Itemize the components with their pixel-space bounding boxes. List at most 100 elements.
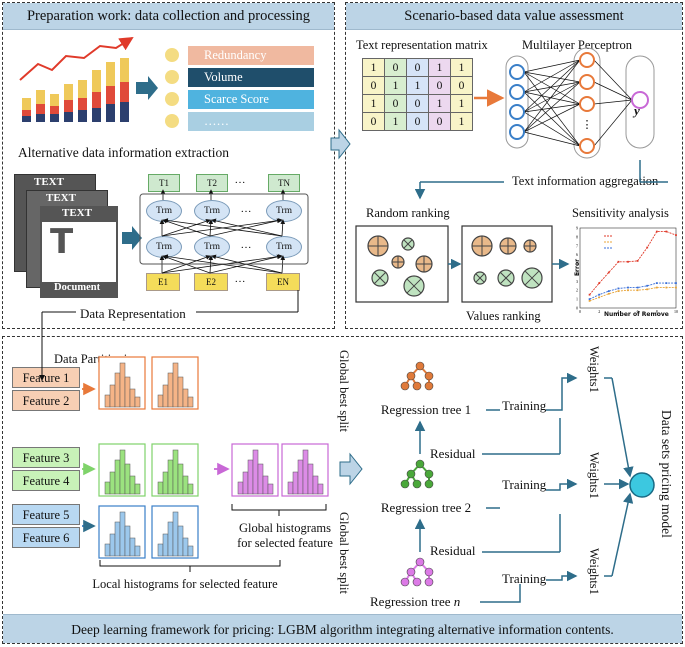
- tree-2-node: [424, 479, 434, 489]
- purple-hist-1-bar: [242, 471, 249, 495]
- data-point: [598, 282, 601, 285]
- x-tick-label: 10: [674, 309, 678, 314]
- prep-title: Preparation work: data collection and pr…: [26, 8, 311, 24]
- green-hist-1-bar: [134, 483, 141, 495]
- doc-text-1: TEXT: [34, 176, 64, 188]
- series-line-rmse: [589, 282, 676, 300]
- scenario-header: Scenario-based data value assessment: [346, 3, 682, 30]
- orange-hist-2-bar: [177, 376, 184, 408]
- orange-hist-1-bar: [129, 388, 136, 408]
- doc-text-2: TEXT: [46, 192, 76, 204]
- y-tick-label: 8: [576, 234, 578, 239]
- feature-4: Feature 4: [12, 470, 80, 491]
- arrow-docs-to-transformer: [122, 226, 142, 250]
- trm-mid-ellipsis-1: …: [240, 203, 252, 215]
- bar-circle-2: [165, 70, 179, 84]
- tree-2-label: Regression tree 2: [380, 500, 472, 515]
- tree-n-prefix: Regression tree: [370, 594, 454, 609]
- orange-hist-2-bar: [182, 388, 189, 408]
- tree-1-node: [415, 361, 425, 371]
- arrow-to-trees: [339, 452, 363, 486]
- blue-hist-1-bar: [124, 525, 131, 557]
- series-line-mae: [589, 287, 676, 302]
- arrow-to-bars: [136, 76, 158, 100]
- matrix-cell: 0: [384, 94, 407, 113]
- doc-front-header: [40, 206, 118, 222]
- regression-trees: [400, 361, 434, 587]
- orange-hist-2-bar: [157, 394, 164, 408]
- data-point: [588, 293, 591, 296]
- matrix-cell: 0: [450, 76, 473, 95]
- purple-hist-1-bar: [267, 483, 274, 495]
- data-point: [627, 286, 629, 289]
- green-hist-1-bar: [114, 459, 121, 495]
- x-tick-label: 8: [656, 309, 658, 314]
- data-representation-label: Data Representation: [80, 306, 186, 321]
- matrix-label: Text representation matrix: [356, 38, 488, 52]
- data-point: [598, 293, 601, 296]
- data-point: [588, 298, 591, 301]
- tree-n-node: [415, 557, 425, 567]
- global-best-split-2: Global best split: [337, 512, 351, 594]
- purple-hist-2-bar: [297, 459, 304, 495]
- tree-2-node: [412, 479, 422, 489]
- orange-hist-2-bar: [172, 362, 179, 408]
- training-3: Training: [502, 571, 547, 586]
- document-label: Document: [54, 282, 101, 293]
- training-1: Training: [502, 398, 547, 413]
- data-point: [655, 230, 658, 233]
- tree-n-node: [412, 577, 422, 587]
- green-hist-2-bar: [172, 449, 179, 495]
- blue-hist-2-bar: [182, 537, 189, 557]
- bar-chart-icon: [19, 36, 134, 122]
- blue-hist-1-bar: [134, 545, 141, 557]
- tree-n-node: [406, 567, 416, 577]
- token-tn: TN: [268, 174, 300, 192]
- data-point: [675, 286, 677, 289]
- ranking-circles: [367, 235, 543, 297]
- green-hist-2-bar: [162, 471, 169, 495]
- purple-hist-1-bar: [262, 475, 269, 495]
- orange-hist-1-bar: [109, 384, 116, 408]
- trm-node-1: Trm: [146, 200, 182, 222]
- green-hist-1-bar: [124, 463, 131, 495]
- boosting-flow: [414, 378, 634, 603]
- scarce-score-bar: Scarce Score: [188, 90, 314, 109]
- data-point: [607, 271, 610, 274]
- tree-2-node: [424, 469, 434, 479]
- lgbm-panel: [2, 336, 683, 644]
- data-point: [636, 286, 639, 289]
- blue-hist-1-bar: [109, 533, 116, 557]
- footer-banner: Deep learning framework for pricing: LGB…: [3, 614, 682, 643]
- data-point: [627, 260, 629, 263]
- feature-1: Feature 1: [12, 367, 80, 388]
- global-best-split-1: Global best split: [337, 350, 351, 432]
- tree-1-node: [412, 381, 422, 391]
- y-tick-label: 7: [576, 243, 578, 248]
- tree-1-node: [406, 371, 416, 381]
- data-point: [607, 292, 610, 295]
- feature-5: Feature 5: [12, 504, 80, 525]
- local-bracket: [99, 560, 281, 572]
- tree-n-label: Regression tree n: [370, 594, 460, 610]
- volume-bar: Volume: [188, 68, 314, 87]
- green-hist-2-bar: [167, 459, 174, 495]
- orange-hist-2-bar: [187, 396, 194, 408]
- orange-hist-1-bar: [134, 396, 141, 408]
- data-point: [627, 289, 629, 292]
- data-point: [646, 246, 649, 249]
- y-tick-label: 1: [576, 297, 578, 302]
- green-hist-2-bar: [182, 475, 189, 495]
- data-point: [588, 299, 591, 302]
- purple-hist-1-bar: [247, 459, 254, 495]
- orange-hist-1-bar: [114, 372, 121, 408]
- tree-n-node: [424, 567, 434, 577]
- data-point: [655, 282, 658, 285]
- matrix-cell: 1: [450, 112, 473, 131]
- data-point: [617, 260, 620, 263]
- orange-hist-1-bar: [119, 362, 126, 408]
- chart-plot-area: [579, 227, 677, 309]
- data-point: [636, 259, 639, 262]
